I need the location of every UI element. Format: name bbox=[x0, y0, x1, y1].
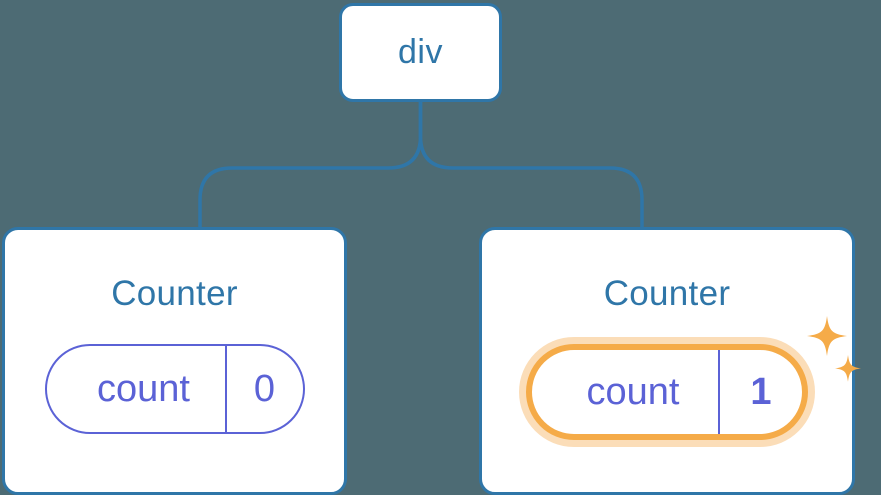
node-div-label: div bbox=[398, 33, 443, 71]
state-pill-left-value: 0 bbox=[224, 346, 303, 432]
state-pill-right-value: 1 bbox=[718, 350, 802, 434]
state-pill-right[interactable]: count 1 bbox=[526, 344, 808, 440]
connector-branch-left bbox=[198, 100, 423, 230]
counter-card-right[interactable]: Counter count 1 bbox=[479, 227, 861, 495]
state-pill-wrapper-left: count 0 bbox=[44, 344, 305, 434]
connector-branch-right bbox=[418, 100, 644, 230]
counter-card-left-title: Counter bbox=[111, 274, 238, 313]
state-pill-left-key: count bbox=[97, 367, 190, 410]
sparkle-small-icon bbox=[835, 355, 861, 382]
sparkle-group bbox=[807, 316, 861, 382]
sparkle-icon bbox=[807, 316, 847, 356]
state-pill-left[interactable]: count 0 bbox=[44, 344, 305, 434]
state-pill-wrapper-right: count 1 bbox=[526, 316, 861, 440]
counter-card-left[interactable]: Counter count 0 bbox=[2, 227, 347, 495]
node-div[interactable]: div bbox=[339, 3, 502, 102]
state-pill-right-key: count bbox=[586, 370, 680, 413]
counter-card-right-title: Counter bbox=[603, 274, 731, 313]
